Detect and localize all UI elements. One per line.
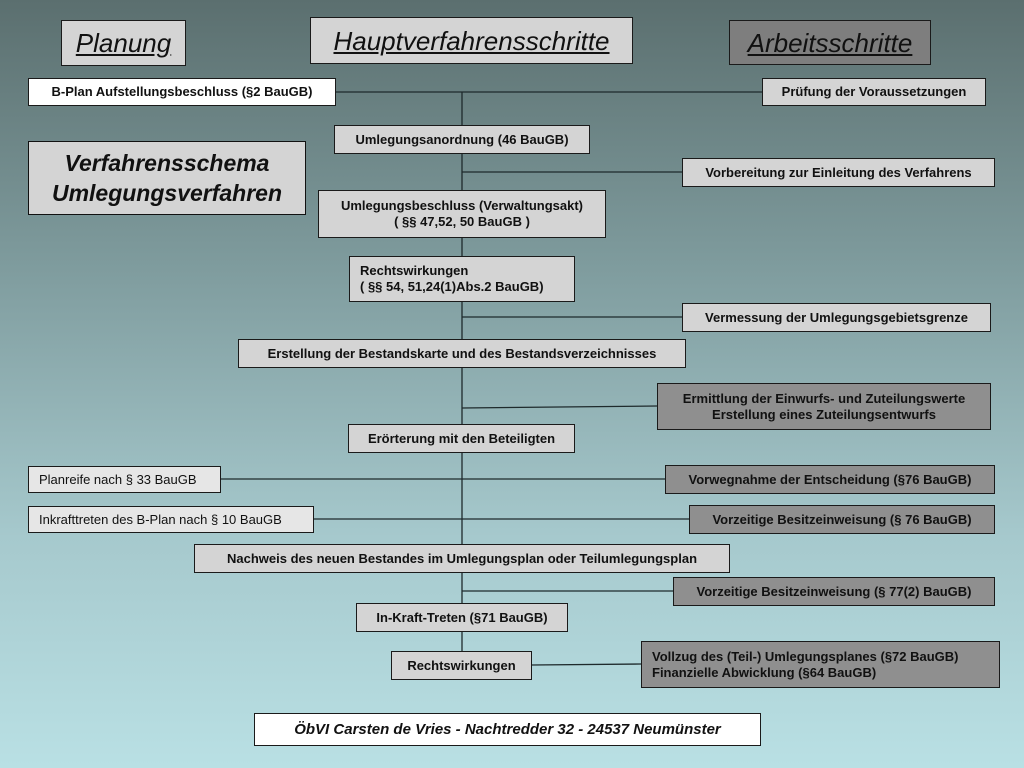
connector-vollzug xyxy=(531,663,642,666)
work-step-vermessung: Vermessung der Umlegungsgebietsgrenze xyxy=(682,303,991,332)
work-step-pruefung: Prüfung der Voraussetzungen xyxy=(762,78,986,106)
main-step-bestandskarte: Erstellung der Bestandskarte und des Bes… xyxy=(238,339,686,368)
work-step-besitzeinweisung-77: Vorzeitige Besitzeinweisung (§ 77(2) Bau… xyxy=(673,577,995,606)
header-arbeitsschritte: Arbeitsschritte xyxy=(729,20,931,65)
main-step-rechtswirkungen-2: Rechtswirkungen xyxy=(391,651,532,680)
footer-address: ÖbVI Carsten de Vries - Nachtredder 32 -… xyxy=(254,713,761,746)
header-planung: Planung xyxy=(61,20,186,66)
work-step-vorbereitung: Vorbereitung zur Einleitung des Verfahre… xyxy=(682,158,995,187)
left-step-planreife: Planreife nach § 33 BauGB xyxy=(28,466,221,493)
work-step-ermittlung: Ermittlung der Einwurfs- und Zuteilungsw… xyxy=(657,383,991,430)
main-step-eroerterung: Erörterung mit den Beteiligten xyxy=(348,424,575,453)
header-hauptverfahrensschritte: Hauptverfahrensschritte xyxy=(310,17,633,64)
work-step-vollzug: Vollzug des (Teil-) Umlegungsplanes (§72… xyxy=(641,641,1000,688)
work-step-vorwegnahme: Vorwegnahme der Entscheidung (§76 BauGB) xyxy=(665,465,995,494)
work-step-besitzeinweisung-76: Vorzeitige Besitzeinweisung (§ 76 BauGB) xyxy=(689,505,995,534)
main-step-nachweis: Nachweis des neuen Bestandes im Umlegung… xyxy=(194,544,730,573)
left-step-bplan: B-Plan Aufstellungsbeschluss (§2 BauGB) xyxy=(28,78,336,106)
diagram-title: Verfahrensschema Umlegungsverfahren xyxy=(28,141,306,215)
left-step-inkrafttreten: Inkrafttreten des B-Plan nach § 10 BauGB xyxy=(28,506,314,533)
connector-ermittlung xyxy=(461,405,658,409)
main-step-in-kraft-treten: In-Kraft-Treten (§71 BauGB) xyxy=(356,603,568,632)
main-step-rechtswirkungen-1: Rechtswirkungen ( §§ 54, 51,24(1)Abs.2 B… xyxy=(349,256,575,302)
main-step-umlegungsbeschluss: Umlegungsbeschluss (Verwaltungsakt) ( §§… xyxy=(318,190,606,238)
main-step-umlegungsanordnung: Umlegungsanordnung (46 BauGB) xyxy=(334,125,590,154)
